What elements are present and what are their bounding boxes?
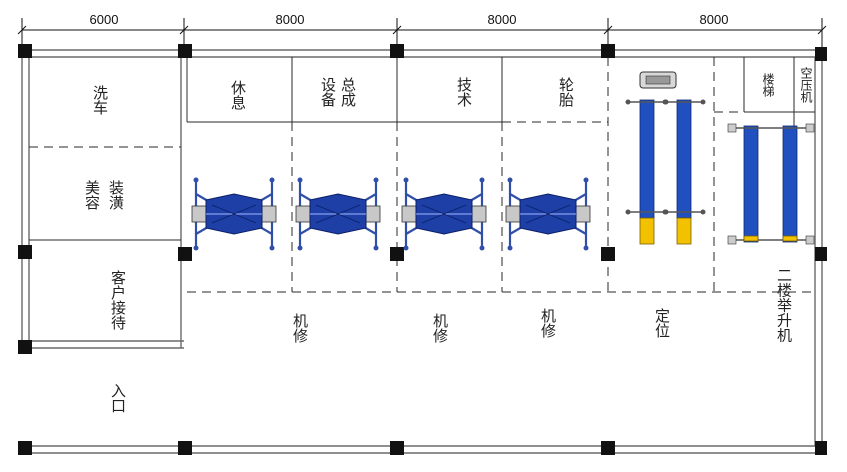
label-wash: 洗车 (91, 85, 109, 115)
dimension-label-3: 8000 (488, 12, 517, 27)
label-repair-3: 机修 (539, 308, 557, 338)
label-assembly-1: 总成 (339, 77, 357, 108)
label-second-floor-lift: 二楼举升机 (775, 268, 793, 344)
scissor-lift-icon (190, 176, 278, 252)
room-labels: 洗车 装潢 美容 客户接待 入口 休息 总成 设备 技术 轮胎 楼梯 空压机 机… (83, 67, 813, 414)
dimension-label-4: 8000 (700, 12, 729, 27)
label-entrance: 入口 (109, 383, 127, 413)
structural-columns (18, 44, 827, 455)
label-tire: 轮胎 (557, 77, 575, 108)
dimension-label-2: 8000 (276, 12, 305, 27)
zone-dashed-lines (29, 57, 815, 293)
two-post-lift-icon (624, 98, 707, 245)
label-alignment: 定位 (653, 308, 671, 338)
scissor-lift-icon (400, 176, 488, 252)
outer-walls (21, 49, 823, 454)
label-rest: 休息 (229, 80, 247, 110)
label-repair-1: 机修 (291, 313, 309, 343)
label-repair-2: 机修 (431, 313, 449, 343)
dimension-line: 6000 8000 8000 8000 (17, 12, 827, 48)
scissor-lift-icon (504, 176, 592, 252)
label-reception: 客户接待 (109, 270, 127, 331)
label-beauty-2: 美容 (83, 180, 101, 210)
room-partitions (29, 57, 815, 241)
label-beauty-1: 装潢 (107, 180, 125, 210)
label-tech: 技术 (455, 77, 473, 107)
dimension-label-1: 6000 (90, 12, 119, 27)
label-compressor: 空压机 (799, 67, 813, 103)
scissor-lift-icon (294, 176, 382, 252)
two-post-lift-icon (727, 123, 815, 245)
label-stairs: 楼梯 (761, 72, 775, 97)
alignment-machine-icon (639, 71, 677, 89)
label-assembly-2: 设备 (319, 77, 337, 107)
